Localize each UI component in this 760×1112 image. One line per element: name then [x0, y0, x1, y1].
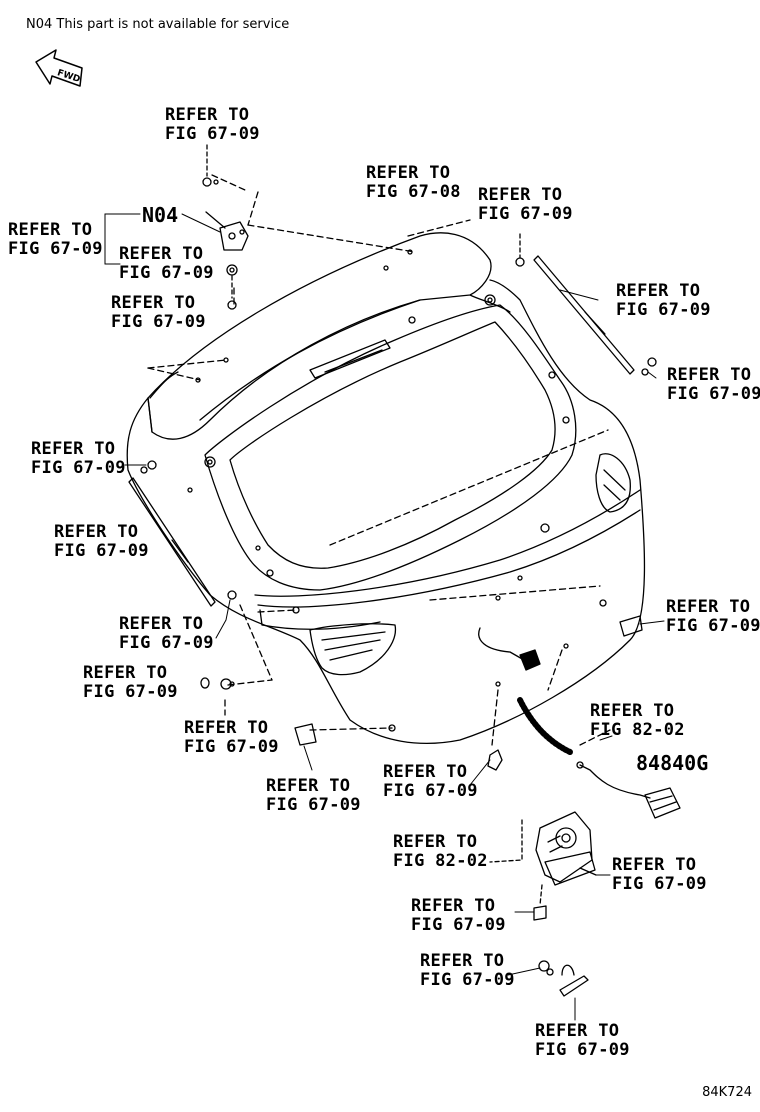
hinge-part [205, 211, 249, 251]
switch-harness-part [576, 761, 681, 819]
guide-lines [147, 174, 611, 746]
part-number-84840g[interactable]: 84840G [636, 751, 709, 775]
leader-lines [104, 213, 665, 1021]
door-lock-assembly [489, 811, 597, 921]
left-gas-strut [128, 460, 237, 607]
striker-part [538, 960, 589, 997]
service-note: N04 This part is not available for servi… [26, 17, 290, 32]
clip-parts [200, 615, 643, 771]
door-wire-harness [478, 627, 573, 755]
forward-arrow-icon: FWD [35, 49, 83, 87]
figure-id: 84K724 [702, 1085, 752, 1100]
back-door-spoiler [147, 232, 492, 440]
back-door-panel [126, 249, 646, 745]
part-number-n04[interactable]: N04 [142, 203, 179, 227]
washer-part [226, 264, 238, 310]
bolt-part [202, 144, 219, 187]
